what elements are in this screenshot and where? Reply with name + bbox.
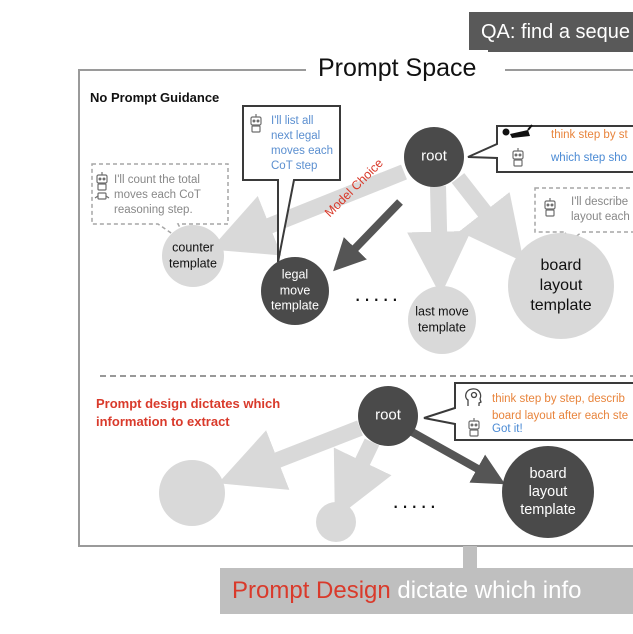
dictate-label: Prompt design dictates which information… [96,395,280,431]
node-label-line: template [169,256,217,270]
robot-icon [512,148,524,167]
bottom-banner: Prompt Design dictate which info [220,568,633,614]
dictate-line-1: Prompt design dictates which [96,396,281,411]
arrow-root-to-board [451,173,524,263]
arrow-root2-to-small [333,438,392,520]
node-counter [162,225,224,287]
chat-top-which: which step sho [551,152,628,164]
prompt-space-title: Prompt Space [306,50,489,86]
qa-banner: QA: find a seque [469,12,633,52]
arrow-root2-to-board [410,428,506,485]
bubble-line: moves each CoT [114,189,201,201]
ellipsis-bottom: ····· [392,493,439,518]
node-board-bottom-label: board layout template [520,465,576,519]
node-last-label: last move template [415,304,469,335]
bubble-line: next legal [271,130,321,142]
node-root-bottom-label: root [375,406,401,424]
node-legal-label: legal move template [271,268,319,315]
node-root-bottom [358,386,418,446]
node-label-line: layout [539,277,583,294]
chat-line: think step by step, describ [492,393,625,405]
node-board-bottom [502,446,594,538]
bubble-board-shape [534,187,633,253]
node-bottom-small [316,502,356,542]
bubble-legal-text: I'll list all next legal moves each CoT … [271,114,343,174]
bubble-line: CoT step [271,160,318,172]
bubble-line: reasoning step. [114,204,193,216]
chat-box-top [467,125,633,173]
node-bottom-left [159,460,225,526]
bubble-line: moves each [271,145,334,157]
arrow-root-to-counter [210,164,407,256]
prompt-space-frame [78,69,633,547]
robot-icon [544,198,556,217]
node-label-line: template [418,320,466,334]
bubble-count-shape [91,163,229,247]
chat-bottom-think: think step by step, describ board layout… [492,391,628,425]
chat-top-think: think step by st [551,129,628,141]
bubble-line: layout each [571,211,630,223]
bubble-board-text: I'll describe layout each [571,195,633,225]
bubble-line: I'll list all [271,115,314,127]
banner-red-text: Prompt Design [232,577,391,604]
dictate-line-2: information to extract [96,414,230,429]
robot-icon [468,418,480,437]
arrow-root2-to-left [218,420,363,490]
node-label-line: board [540,257,582,274]
node-counter-label: counter template [169,240,217,271]
chat-bottom-got-it: Got it! [492,423,523,435]
node-label-line: layout [528,483,568,500]
node-label-line: template [271,298,319,313]
node-legal-move [261,257,329,325]
bubble-legal-shape [242,105,341,263]
no-guidance-label: No Prompt Guidance [90,90,220,105]
node-label-line: template [520,502,576,519]
node-label-line: counter [172,240,214,255]
node-label-line: last move [415,304,469,319]
robot-icon [94,192,110,200]
banner-white-text: dictate which info [390,577,582,604]
node-root-top-label: root [421,147,447,165]
node-label-line: legal [281,267,309,282]
node-board-top-label: board layout template [530,256,591,316]
chat-line: board layout after each ste [492,410,629,422]
node-label-line: template [530,297,592,314]
robot-icon [96,172,108,191]
bubble-count-text: I'll count the total moves each CoT reas… [114,173,224,218]
robot-icon [250,114,262,133]
ellipsis-top: ····· [354,286,401,311]
node-label-line: move [279,283,311,298]
node-last-move [408,286,476,354]
node-board-top [508,233,614,339]
bubble-line: I'll describe [571,196,629,208]
node-root-top [404,127,464,187]
bubble-line: I'll count the total [114,174,200,186]
node-label-line: board [529,465,567,482]
arrow-root-to-legal [333,199,403,272]
arrow-root-to-last [407,185,472,296]
head-thinking-icon [465,388,482,406]
person-lying-icon [502,124,533,138]
